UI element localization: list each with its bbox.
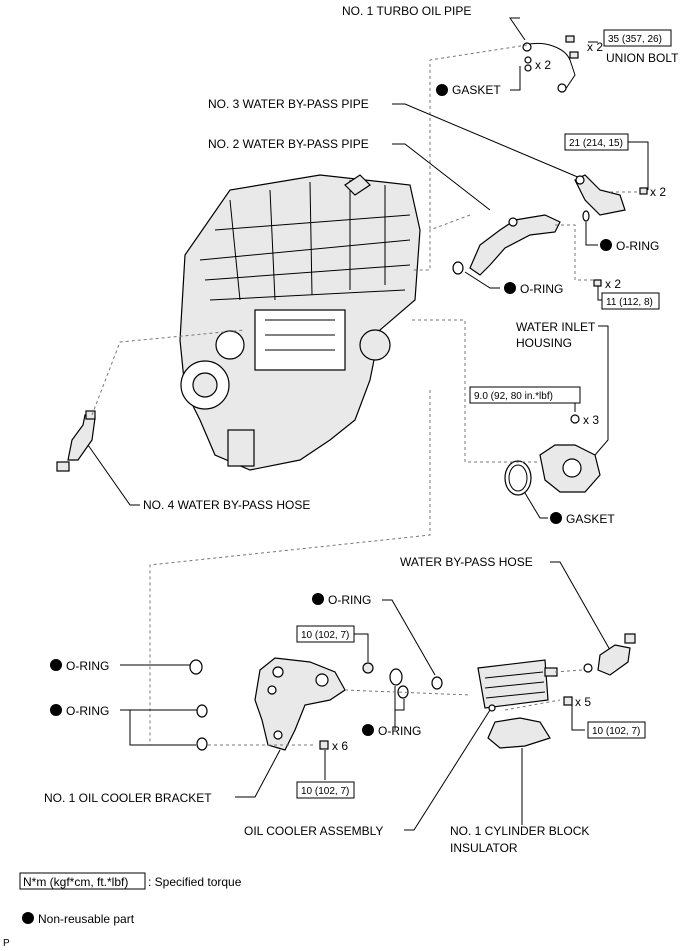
cylinder-block-insulator <box>487 717 551 749</box>
nonreusable-gasket-top-icon <box>436 84 448 96</box>
nonreusable-oring-right-icon <box>600 239 612 251</box>
legend-torque-unit: N*m (kgf*cm, ft.*lbf) <box>23 875 128 889</box>
pipe3-bolt-icon <box>639 187 648 195</box>
oring-left2-icon <box>196 704 208 718</box>
water-bypass-hose <box>583 633 636 676</box>
cyl-block-insulator-label-1: NO. 1 CYLINDER BLOCK <box>450 824 589 838</box>
oring-right-icon <box>582 210 590 222</box>
turbo-oil-pipe-label: NO. 1 TURBO OIL PIPE <box>342 4 471 18</box>
legend-nonreusable-label: Non-reusable part <box>38 912 135 926</box>
legend-torque-desc: : Specified torque <box>148 875 242 889</box>
water-bypass-pipe3 <box>574 174 626 216</box>
bracket-bottom-torque: 10 (102, 7) <box>301 786 349 797</box>
nonreusable-oring-left2-icon <box>50 704 62 716</box>
inlet-housing-torque: 9.0 (92, 80 in.*lbf) <box>474 391 553 402</box>
oring-right-label: O-RING <box>616 239 659 253</box>
legend-torque-box <box>19 872 146 890</box>
water-bypass-pipe2-label: NO. 2 WATER BY-PASS PIPE <box>208 137 369 151</box>
gasket-top-qty: x 2 <box>535 58 551 72</box>
inlet-housing-qty: x 3 <box>583 413 599 427</box>
union-bolt-icon <box>565 35 579 59</box>
oring-left1-label: O-RING <box>66 659 109 673</box>
pipe2-qty: x 2 <box>605 277 621 291</box>
water-bypass-hose4-label: NO. 4 WATER BY-PASS HOSE <box>143 498 310 512</box>
union-bolt-label: UNION BOLT <box>606 51 679 65</box>
bracket-bolt-icon <box>319 740 329 750</box>
water-bypass-pipe2 <box>469 214 561 276</box>
nonreusable-oring-left1-icon <box>50 659 62 671</box>
bracket-top-bolt-icon <box>362 662 374 674</box>
oring-center-label: O-RING <box>378 724 421 738</box>
water-inlet-housing <box>539 444 601 493</box>
pipe2-bolt-icon <box>593 279 602 287</box>
oil-cooler-bolt-icon <box>563 696 573 706</box>
page-code: P <box>3 938 10 949</box>
oil-cooler-bracket-label: NO. 1 OIL COOLER BRACKET <box>44 791 212 805</box>
nonreusable-gasket-bottom-icon <box>550 512 562 524</box>
pipe3-qty: x 2 <box>650 185 666 199</box>
gasket-top-label: GASKET <box>452 83 501 97</box>
gasket-bottom-label: GASKET <box>566 512 615 526</box>
oring-left1-icon <box>189 659 203 675</box>
oring-top-center-label: O-RING <box>328 593 371 607</box>
bracket-top-torque: 10 (102, 7) <box>301 630 349 641</box>
oil-cooler-assembly-label: OIL COOLER ASSEMBLY <box>244 824 383 838</box>
union-bolt-qty: x 2 <box>587 40 603 54</box>
oring-left2-label: O-RING <box>66 704 109 718</box>
oring-left3-icon <box>196 737 208 751</box>
oil-cooler-qty: x 5 <box>575 695 591 709</box>
water-bypass-pipe3-label: NO. 3 WATER BY-PASS PIPE <box>208 97 369 111</box>
oil-cooler-bracket <box>254 657 346 751</box>
water-inlet-housing-label-2: HOUSING <box>516 336 572 350</box>
water-bypass-hose-label: WATER BY-PASS HOSE <box>400 555 533 569</box>
union-bolt-torque: 35 (357, 26) <box>608 34 662 45</box>
oring-top-center-icon <box>431 676 443 690</box>
pipe3-torque: 21 (214, 15) <box>569 138 623 149</box>
nonreusable-oring-mid-icon <box>504 282 516 294</box>
pipe2-torque: 11 (112, 8) <box>606 297 653 308</box>
engine-block <box>179 174 421 471</box>
oil-cooler-assembly <box>477 659 558 712</box>
oring-center-a-icon <box>389 668 403 686</box>
oring-mid-icon <box>452 261 464 275</box>
nonreusable-oring-top-center-icon <box>312 593 324 605</box>
oring-center-b-icon <box>397 685 409 699</box>
oring-mid-label: O-RING <box>520 282 563 296</box>
oil-cooler-torque: 10 (102, 7) <box>592 726 640 737</box>
bracket-qty: x 6 <box>332 739 348 753</box>
water-inlet-housing-label-1: WATER INLET <box>516 320 596 334</box>
inlet-housing-bolt-icon <box>570 414 580 424</box>
cyl-block-insulator-label-2: INSULATOR <box>450 841 518 855</box>
nonreusable-oring-center-icon <box>362 724 374 736</box>
legend-nonreusable-icon <box>22 912 34 924</box>
gasket-top-icon <box>524 56 532 72</box>
water-bypass-hose4 <box>56 410 96 472</box>
